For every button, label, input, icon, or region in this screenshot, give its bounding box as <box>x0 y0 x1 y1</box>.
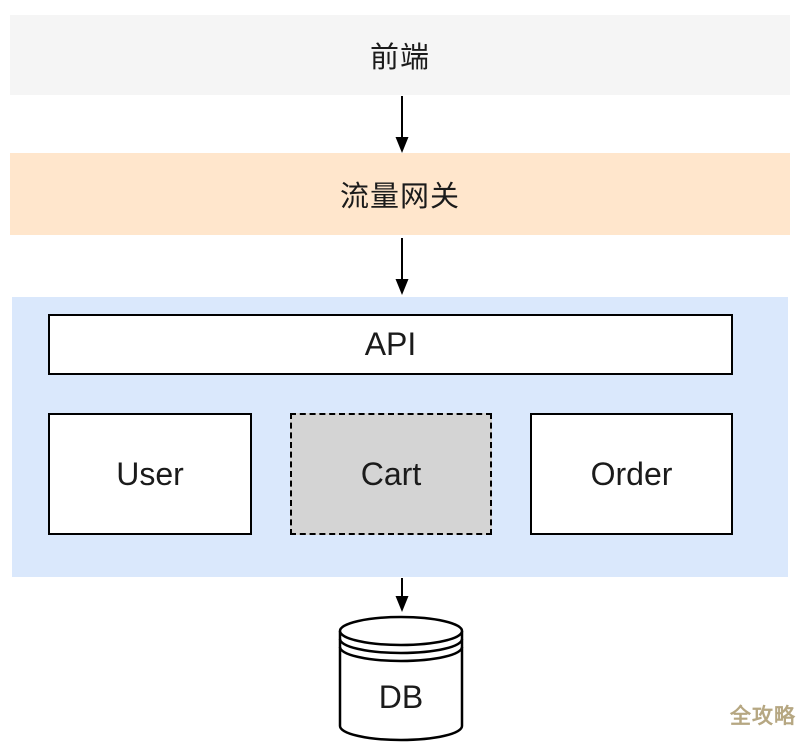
database-cylinder-icon: DB <box>338 615 464 742</box>
frontend-label: 前端 <box>369 42 430 74</box>
arrow-down-icon <box>395 96 409 153</box>
arrow-down-icon <box>395 578 409 612</box>
db-label: DB <box>379 679 423 715</box>
gateway-band: 流量网关 <box>10 153 790 235</box>
watermark-text: 全攻略 <box>730 705 796 728</box>
cart-service-label: Cart <box>360 455 422 492</box>
gateway-label: 流量网关 <box>339 181 460 213</box>
order-service-box: Order <box>530 413 733 535</box>
api-box: API <box>48 314 733 375</box>
services-container: API User Cart Order <box>12 297 788 577</box>
cart-service-box: Cart <box>290 413 492 535</box>
arrow-down-icon <box>395 238 409 295</box>
order-service-label: Order <box>590 455 673 492</box>
api-label: API <box>364 326 417 362</box>
frontend-band: 前端 <box>10 15 790 95</box>
user-service-label: User <box>116 455 184 492</box>
user-service-box: User <box>48 413 252 535</box>
